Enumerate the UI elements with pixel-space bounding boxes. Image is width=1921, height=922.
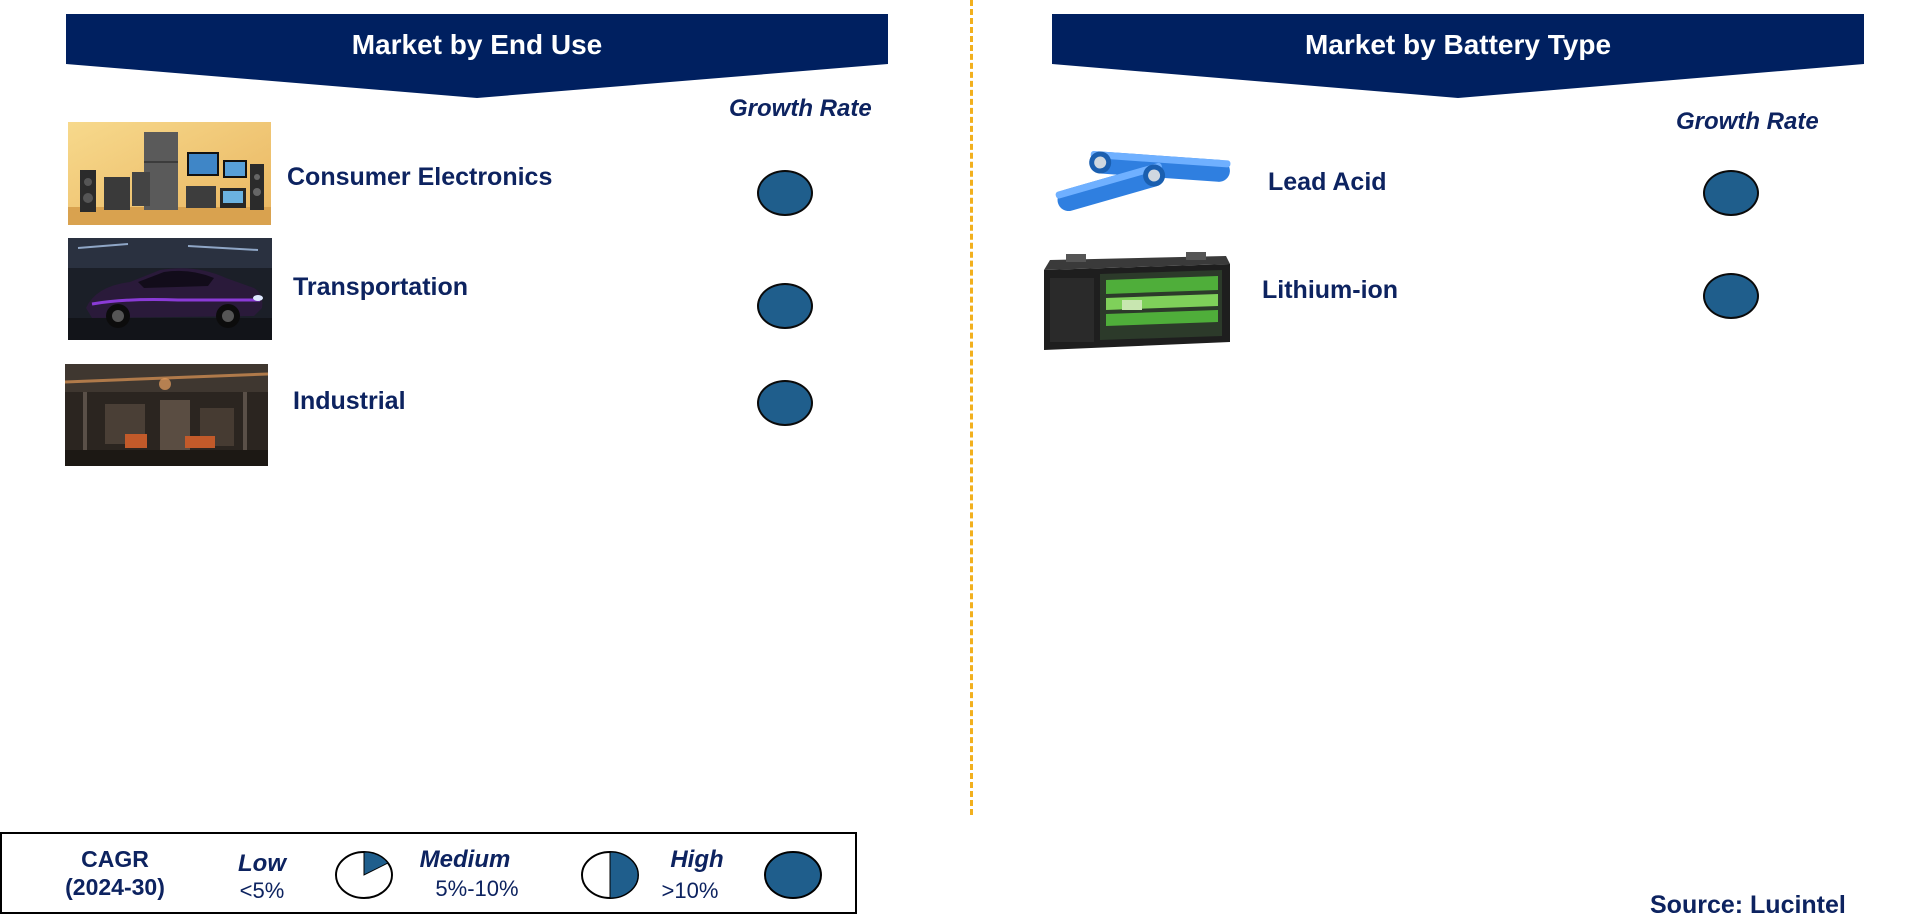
end-use-growth-header: Growth Rate xyxy=(729,95,872,122)
lead-acid-growth-high-icon xyxy=(1703,170,1759,216)
end-use-banner: Market by End Use xyxy=(66,14,888,98)
legend-high-label: High xyxy=(670,846,724,873)
factory-photo xyxy=(65,364,268,466)
transportation-growth-high-icon xyxy=(757,283,813,329)
legend-high-range: >10% xyxy=(661,878,719,903)
legend-cagr-label: CAGR xyxy=(81,846,149,872)
consumer-electronics-growth-high-icon xyxy=(757,170,813,216)
section-divider xyxy=(970,0,973,815)
transportation-label: Transportation xyxy=(293,273,469,301)
legend-medium-half-circle-icon xyxy=(581,851,639,899)
industrial-label: Industrial xyxy=(293,387,406,415)
lithium-ion-growth-high-icon xyxy=(1703,273,1759,319)
legend-medium-range: 5%-10% xyxy=(435,876,519,901)
sports-car-photo xyxy=(68,238,272,340)
legend-low-pie-icon xyxy=(335,851,393,899)
consumer-electronics-photo xyxy=(68,122,271,225)
battery-type-banner: Market by Battery Type xyxy=(1052,14,1864,98)
consumer-electronics-label: Consumer Electronics xyxy=(287,163,553,191)
cylindrical-cells-photo xyxy=(1040,125,1240,225)
lithium-ion-label: Lithium-ion xyxy=(1262,276,1399,304)
legend-period-label: (2024-30) xyxy=(65,874,165,900)
industrial-growth-high-icon xyxy=(757,380,813,426)
lead-acid-label: Lead Acid xyxy=(1268,168,1387,196)
legend-low-label: Low xyxy=(238,850,286,877)
legend-medium-label: Medium xyxy=(419,846,511,873)
battery-type-title: Market by Battery Type xyxy=(1304,29,1612,60)
legend-high-full-circle-icon xyxy=(764,851,822,899)
battery-type-growth-header: Growth Rate xyxy=(1676,108,1819,135)
cagr-legend: CAGR (2024-30) Low <5% Medium 5%-10% Hig… xyxy=(0,832,857,914)
end-use-title: Market by End Use xyxy=(351,29,603,60)
source-credit: Source: Lucintel xyxy=(1650,891,1846,919)
battery-pack-photo xyxy=(1036,250,1238,358)
legend-low-range: <5% xyxy=(239,878,285,903)
